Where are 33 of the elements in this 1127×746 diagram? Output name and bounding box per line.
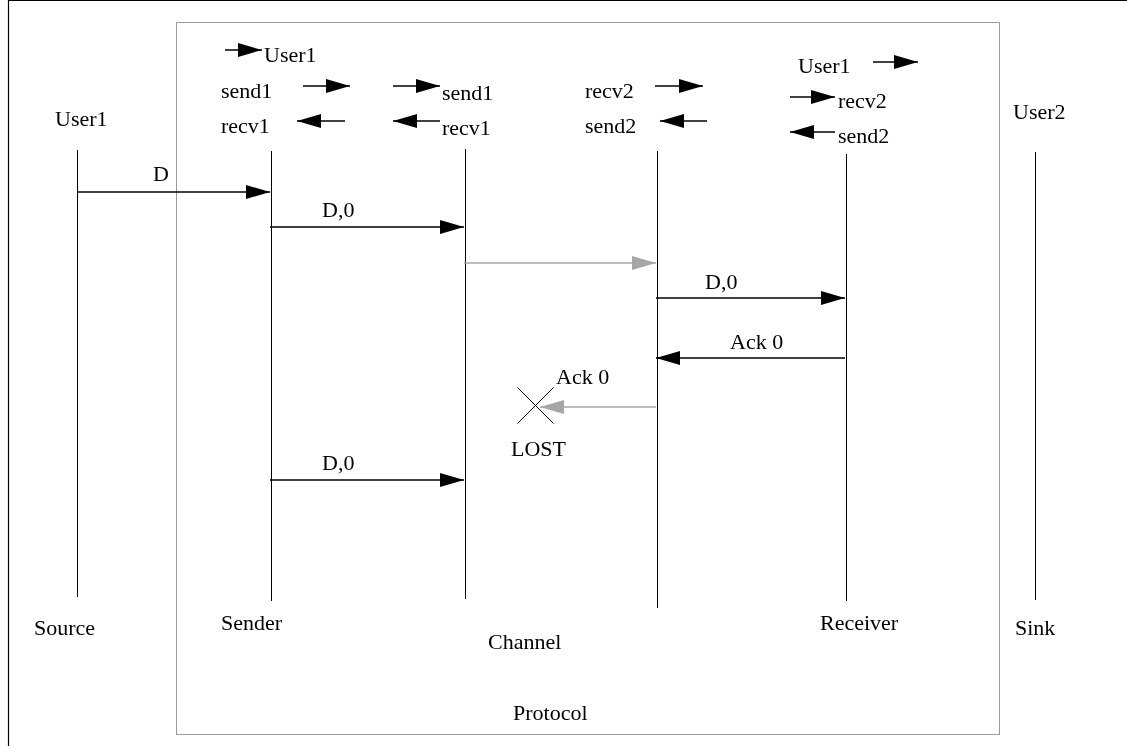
port-label: recv1 xyxy=(221,114,270,138)
message-arrow xyxy=(269,473,465,487)
participant-label: User1 xyxy=(55,107,108,131)
port-label: send1 xyxy=(442,81,494,105)
lifeline-label: Sink xyxy=(1015,616,1056,640)
participant-label: User2 xyxy=(1013,100,1066,124)
lifeline-label: Sender xyxy=(221,611,283,635)
port-label: send2 xyxy=(838,124,890,148)
edge-label: D xyxy=(153,162,169,186)
group-label: Channel xyxy=(488,630,562,654)
edge-label: D,0 xyxy=(322,198,355,222)
port-label: send1 xyxy=(221,79,273,103)
message-arrow xyxy=(463,256,657,270)
edge-label: Ack 0 xyxy=(730,330,784,354)
message-arrow xyxy=(76,185,271,199)
port-label: recv2 xyxy=(838,89,887,113)
port-label: User1 xyxy=(798,54,851,78)
lifeline-label: Source xyxy=(34,616,96,640)
lifeline-label: Receiver xyxy=(820,611,899,635)
edge-label: D,0 xyxy=(705,270,738,294)
port-label: recv1 xyxy=(442,116,491,140)
group-label: Protocol xyxy=(513,701,588,725)
port-label: recv2 xyxy=(585,79,634,103)
message-arrow xyxy=(655,291,846,305)
edge-label: D,0 xyxy=(322,451,355,475)
message-arrow xyxy=(539,400,657,414)
message-arrow xyxy=(655,351,846,365)
message-arrow xyxy=(269,220,465,234)
port-label: User1 xyxy=(264,43,317,67)
group-box xyxy=(176,22,1000,735)
port-label: send2 xyxy=(585,114,637,138)
lost-label: LOST xyxy=(511,437,566,461)
edge-label: Ack 0 xyxy=(556,365,610,389)
